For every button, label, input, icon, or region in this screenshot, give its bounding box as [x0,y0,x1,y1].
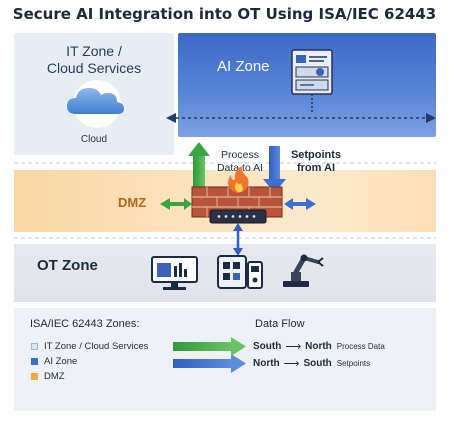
legend-swatch [31,373,38,380]
dmz-blue-arrow [284,198,316,210]
legend-zones-heading: ISA/IEC 62443 Zones: [30,318,140,330]
legend-green-arrow [173,337,246,356]
dmz-zone-title: DMZ [118,195,147,210]
legend-blue-arrow [173,354,246,373]
cloud-label: Cloud [80,134,108,145]
legend-swatch [31,343,38,350]
process-data-up-arrow [188,142,210,191]
legend-item-it-zone: IT Zone / Cloud Services [31,341,148,352]
ai-it-link-arrow [166,113,436,123]
legend-item-ai-zone: AI Zone [31,356,77,367]
flow-to: North [305,341,332,352]
dmz-green-arrow [160,198,192,210]
fire-icon [228,166,249,193]
legend-item-label: DMZ [44,371,65,382]
arrow-right-icon: ⟶ [285,341,302,353]
monitor-icon [151,256,198,290]
ai-server-icon [291,49,333,114]
flow-from: South [253,341,282,352]
diagram-title: Secure AI Integration into OT Using ISA/… [12,5,437,23]
dmz-ot-link-arrow [233,223,243,256]
flow-row-north-south: North ⟶ South Setpoints [253,357,370,370]
ai-zone-title: AI Zone [217,58,270,75]
flow-from: North [253,358,280,369]
ot-zone-title: OT Zone [37,257,98,274]
flow-row-south-north: South ⟶ North Process Data [253,340,385,353]
arrow-right-icon: ⟶ [283,358,300,370]
legend-flow-heading: Data Flow [255,318,305,330]
legend-item-label: AI Zone [44,356,78,367]
legend-item-dmz: DMZ [31,371,65,382]
flow-note: Process Data [336,342,385,351]
legend-item-label: IT Zone / Cloud Services [44,341,149,352]
setpoints-label: Setpoints from AI [290,149,342,174]
setpoints-down-arrow [263,146,286,193]
controller-icon [217,255,263,289]
flow-note: Setpoints [336,359,371,368]
legend-swatch [31,358,38,365]
cloud-icon [67,80,124,128]
it-zone-title: IT Zone / Cloud Services [46,43,142,76]
switch-icon [209,209,267,224]
robot-arm-icon [283,254,324,287]
flow-to: South [303,358,332,369]
